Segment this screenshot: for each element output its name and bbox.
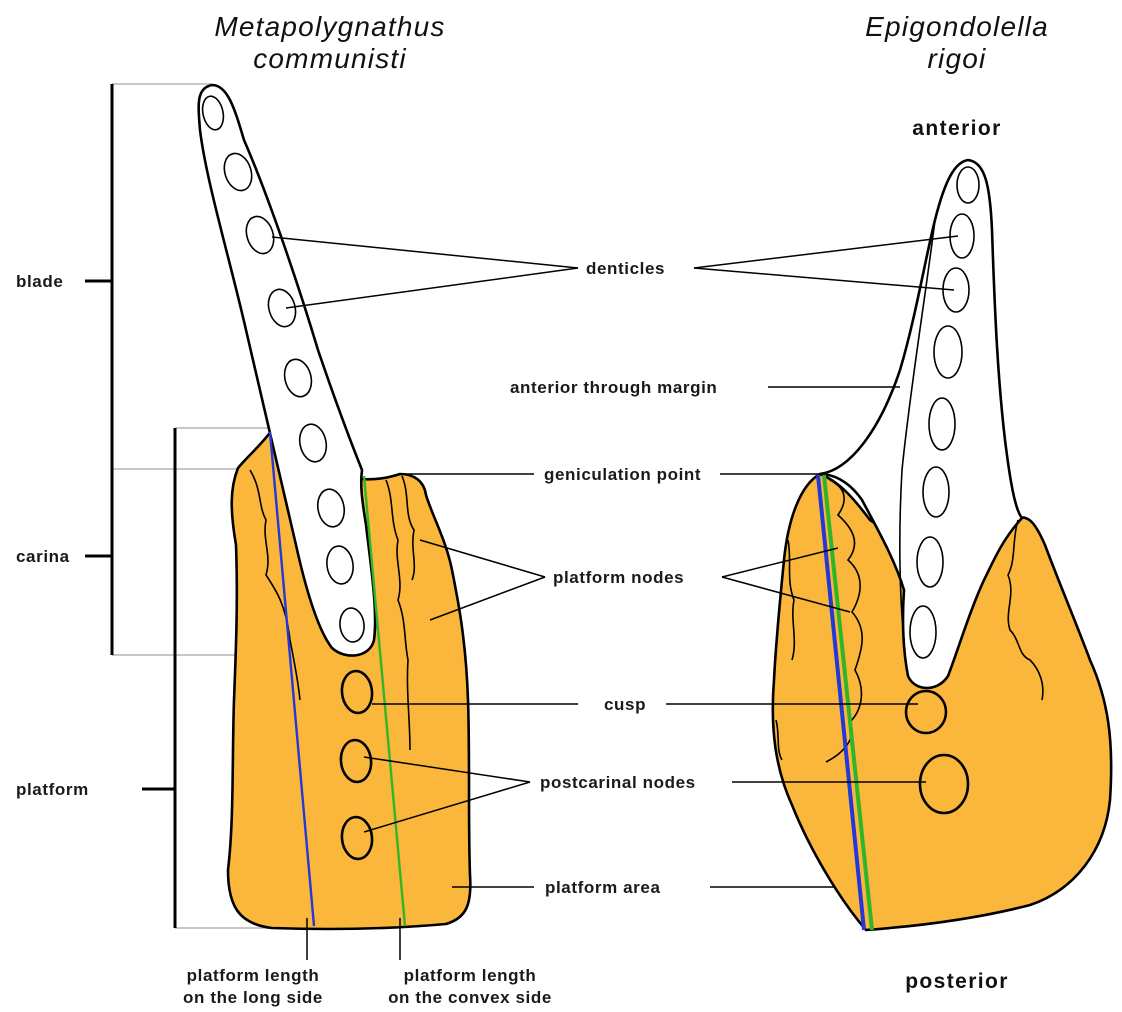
title-right-line1: Epigondolella — [865, 11, 1049, 42]
label-posterior: posterior — [905, 970, 1009, 993]
bracket-blade: blade — [16, 84, 112, 655]
label-platform-area: platform area — [545, 878, 661, 897]
title-left-line1: Metapolygnathus — [214, 11, 445, 42]
bracket-platform: platform — [16, 428, 175, 928]
label-long-side-1: platform length — [187, 966, 320, 985]
bracket-label-platform: platform — [16, 780, 89, 799]
label-postcarinal-nodes: postcarinal nodes — [540, 773, 696, 792]
label-geniculation-point: geniculation point — [544, 465, 701, 484]
label-platform-nodes: platform nodes — [553, 568, 684, 587]
label-denticles: denticles — [586, 259, 665, 278]
label-convex-side-1: platform length — [404, 966, 537, 985]
label-cusp: cusp — [604, 695, 646, 714]
label-anterior: anterior — [912, 117, 1001, 140]
label-anterior-through-margin: anterior through margin — [510, 378, 717, 397]
left-specimen — [112, 84, 470, 929]
title-right-line2: rigoi — [928, 43, 987, 74]
bracket-carina: carina — [16, 547, 112, 566]
bracket-label-carina: carina — [16, 547, 70, 566]
bracket-label-blade: blade — [16, 272, 63, 291]
label-long-side-2: on the long side — [183, 988, 323, 1007]
title-left-line2: communisti — [253, 43, 407, 74]
label-convex-side-2: on the convex side — [388, 988, 552, 1007]
right-specimen — [773, 160, 1111, 930]
